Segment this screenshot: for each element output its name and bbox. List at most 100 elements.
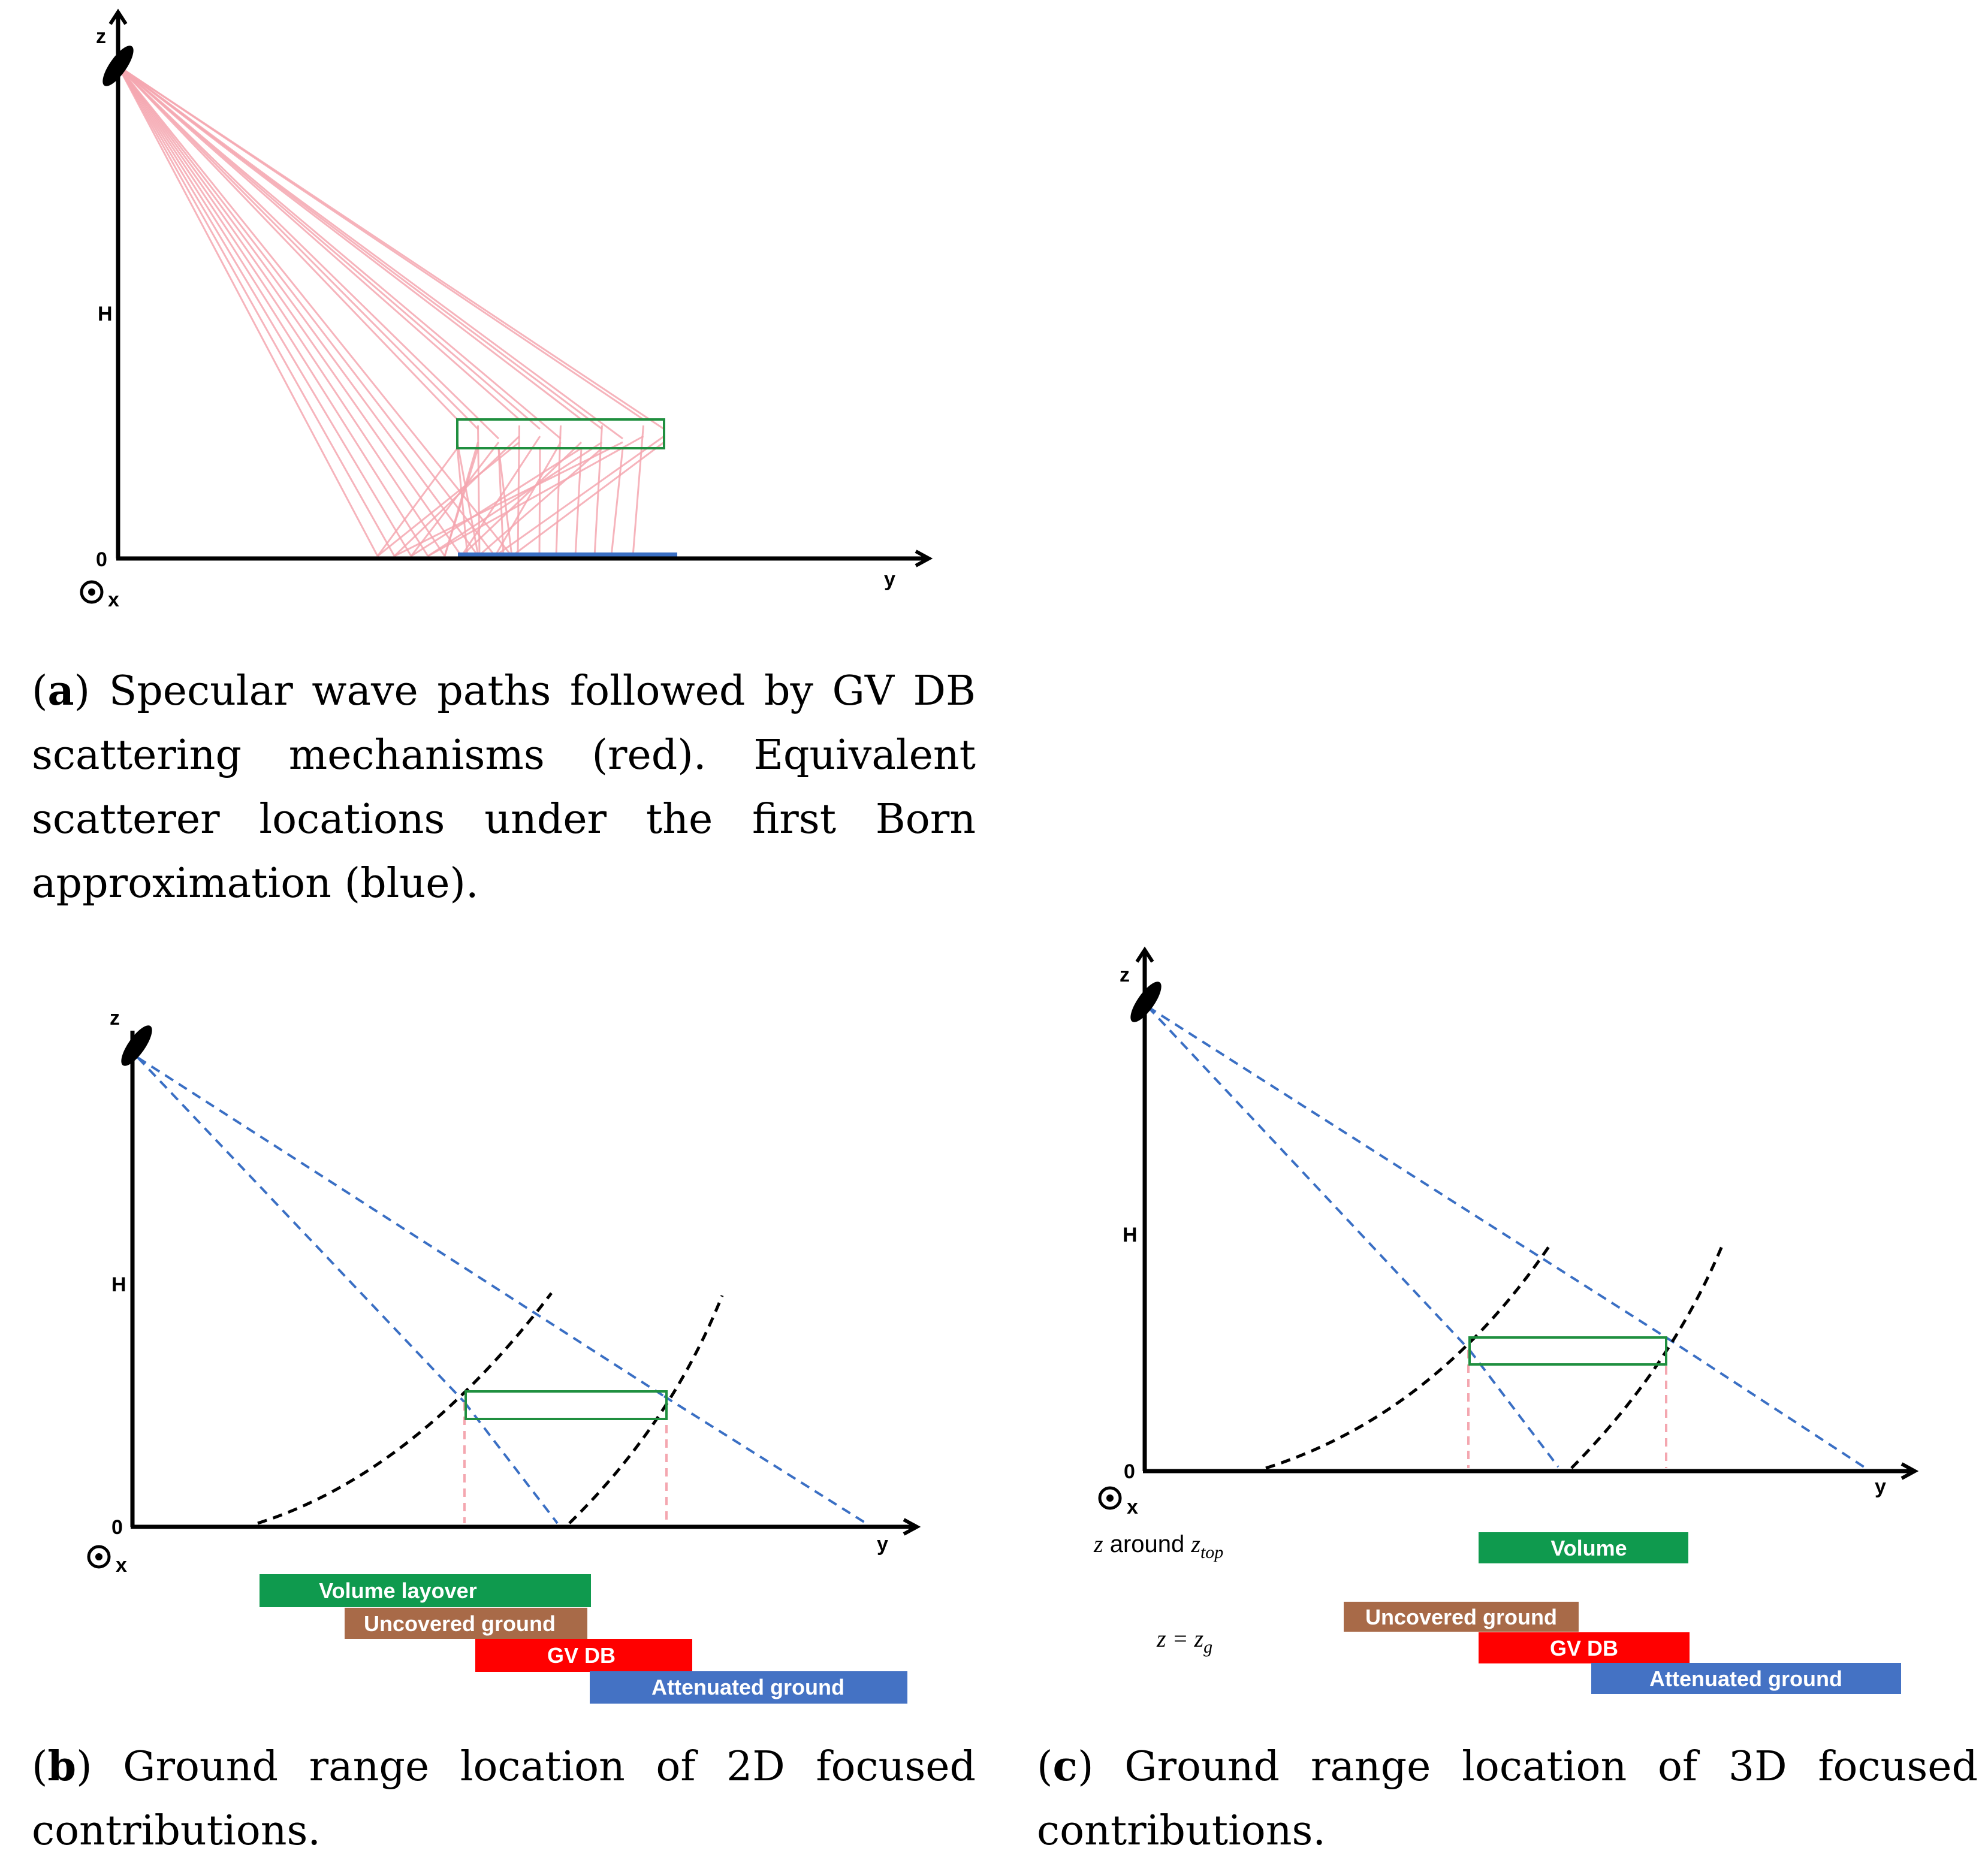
wave-path-down [574,448,583,557]
x-axis-out-of-plane-icon [1098,1486,1122,1510]
iso-range-curve-near [1265,1242,1553,1470]
y-axis-label: y [1875,1475,1886,1498]
wave-path-to-ground [117,65,412,557]
z-axis-label: z [1120,964,1130,986]
reflected-ray [463,1401,559,1524]
gv-db-bar [1479,1632,1690,1663]
wave-path-to-volume [117,65,623,440]
volume-label: Volume [1550,1536,1627,1560]
wave-path-to-ground [117,65,479,557]
wave-path-to-volume [117,65,562,440]
near-ray [137,1056,466,1403]
y-axis-arrow [915,549,933,567]
attenuated-ground-label: Attenuated ground [651,1675,844,1699]
gv-db-label: GV DB [547,1643,616,1668]
wave-path-bounce [456,442,479,557]
wave-path-bounce [511,441,665,557]
gv-db-label: GV DB [1550,1636,1618,1660]
y-axis-label: y [877,1533,888,1556]
wave-path-to-volume [117,65,665,430]
wave-path-down [610,448,624,557]
panel-a: z H 0 y x [80,8,933,611]
iso-range-curve-far [1570,1243,1725,1469]
wave-path-bounce [427,441,603,557]
antenna-icon [102,46,134,86]
y-axis-arrow [1900,1462,1919,1480]
wave-path-bounce [377,441,520,557]
wave-path-to-ground [117,65,396,557]
x-axis-label: x [1127,1496,1138,1518]
wave-path-to-volume [117,65,520,421]
vegetation-volume-box [1468,1336,1667,1366]
near-ray [1147,1006,1471,1351]
iso-range-curve-far [568,1295,724,1524]
x-axis-out-of-plane-icon [87,1545,111,1569]
uncovered-ground-bar [345,1608,587,1639]
origin-label: 0 [96,548,107,571]
wave-path-to-volume [117,65,458,421]
vegetation-volume-box [464,1390,668,1420]
wave-path-down [632,425,644,557]
z-axis-arrow [1135,946,1154,963]
attenuated-ground-bar [1591,1663,1901,1694]
far-ray-ground [663,1395,867,1524]
panel-c: z H 0 y x z around ztop z = zg Volume Un… [1093,946,1919,1694]
uncovered-ground-label: Uncovered ground [364,1611,556,1636]
h-label: H [98,303,113,325]
uncovered-ground-label: Uncovered ground [1365,1605,1557,1629]
x-axis-dot-icon [88,588,95,596]
wave-path-to-volume [117,65,541,430]
wave-path-down [538,448,541,557]
origin-label: 0 [111,1516,123,1539]
x-axis-dot-icon [1106,1494,1114,1502]
far-ray-ground [1665,1336,1865,1468]
volume-bar [1479,1532,1688,1563]
iso-range-curve-near [257,1292,553,1525]
origin-label: 0 [1124,1460,1135,1483]
wave-path-bounce [410,442,500,557]
x-axis-out-of-plane-icon [80,580,104,604]
far-ray [1147,1006,1667,1339]
antenna-icon [1130,982,1162,1022]
gv-db-bar [475,1639,692,1672]
wave-path-bounce [376,448,458,557]
z-axis-arrow [108,8,128,25]
attenuated-ground-label: Attenuated ground [1649,1666,1842,1691]
attenuated-ground-bar [590,1671,907,1704]
caption-a: (a) Specular wave paths followed by GV D… [32,667,976,907]
antenna-icon [121,1025,152,1066]
wave-path-down [517,425,520,557]
volume-layover-bar [260,1574,591,1607]
x-axis-label: x [116,1554,127,1577]
x-axis-label: x [108,588,119,611]
y-axis-label: y [884,568,895,591]
panel-b: z H 0 y x Volume layover Uncovered groun… [87,1007,921,1704]
wave-path-down [456,448,469,557]
caption-c: (c) Ground range location of 3D focused … [1037,1743,1978,1855]
far-ray [137,1056,665,1397]
wave-path-down [477,425,481,557]
z-equals-zg-label: z = zg [1156,1625,1212,1657]
uncovered-ground-bar [1344,1602,1579,1632]
wave-path-to-ground [117,65,379,557]
wave-path-bounce [497,448,513,557]
wave-path-to-volume [117,65,479,430]
h-label: H [1123,1224,1138,1246]
caption-b: (b) Ground range location of 2D focused … [32,1743,976,1855]
y-axis-arrow [903,1518,921,1536]
wave-path-down [497,448,505,557]
wave-path-bounce [494,442,562,557]
wave-path-to-volume [117,65,500,440]
h-label: H [111,1273,126,1296]
wave-path-to-ground [117,65,463,557]
reflected-ray [1468,1349,1559,1468]
wave-path-to-ground [117,65,496,557]
x-axis-dot-icon [95,1553,102,1560]
z-axis-label: z [110,1007,120,1029]
specular-wave-paths [117,65,665,557]
wave-path-to-ground [117,65,446,557]
z-around-ztop-label: z around ztop [1093,1530,1223,1562]
z-axis-label: z [96,25,106,48]
volume-layover-label: Volume layover [319,1578,476,1603]
